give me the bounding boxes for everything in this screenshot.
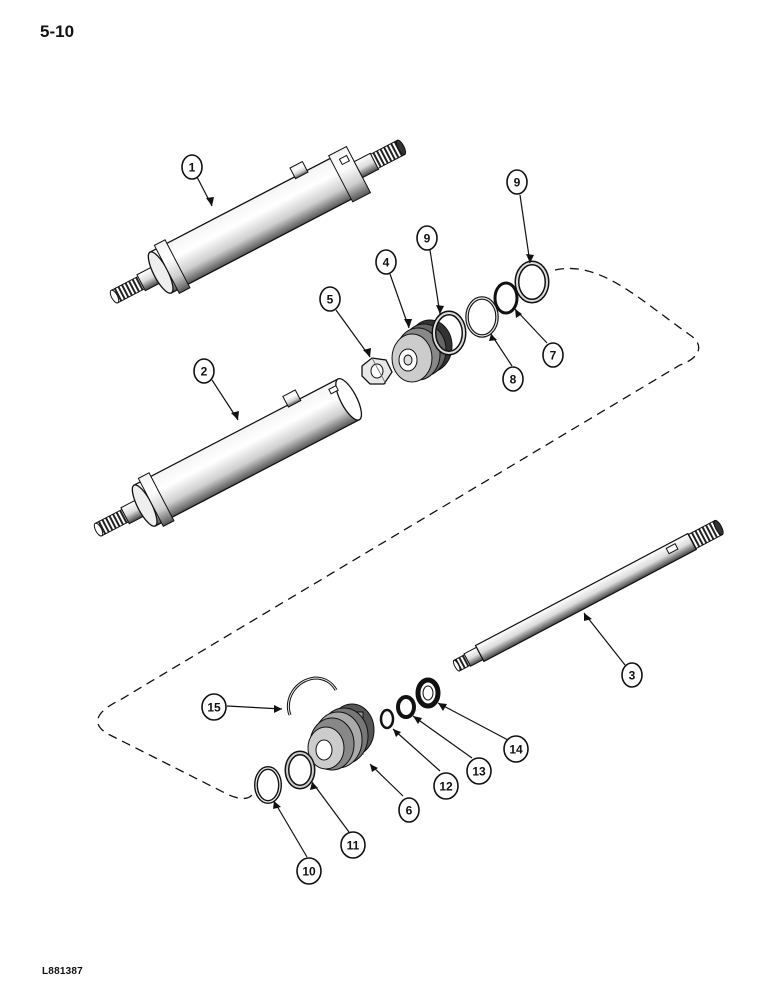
seal-13: [396, 695, 416, 719]
callout-1: 1: [181, 154, 203, 180]
seal-ring-9a: [431, 310, 467, 356]
wear-ring-8: [465, 296, 499, 338]
o-ring-12: [379, 708, 395, 730]
callout-9b-label: 9: [514, 176, 521, 190]
hex-nut: [361, 357, 393, 385]
callout-15-label: 15: [207, 701, 221, 715]
callout-7: 7: [542, 342, 564, 368]
snap-ring-15: [287, 676, 338, 716]
piston: [391, 319, 453, 383]
callout-9-upper-right: 9: [506, 169, 528, 195]
assembly-dashed-line: [97, 267, 700, 800]
leader-lines: [195, 174, 626, 858]
seal-11: [284, 750, 316, 790]
callout-10-label: 10: [302, 865, 316, 879]
callout-13: 13: [466, 757, 492, 785]
callout-6: 6: [398, 797, 420, 823]
callout-8-label: 8: [510, 373, 517, 387]
callout-12-label: 12: [439, 780, 453, 794]
figure-code: L881387: [42, 966, 83, 977]
callout-11-label: 11: [347, 839, 360, 853]
callout-14-label: 14: [509, 743, 523, 757]
callout-15: 15: [201, 693, 227, 721]
cylinder-assembly-2: [93, 377, 363, 537]
callout-9-upper-left: 9: [416, 225, 438, 251]
piston-rod: [452, 519, 724, 672]
callout-4: 4: [375, 249, 397, 275]
callout-2: 2: [193, 358, 215, 384]
callout-5-label: 5: [327, 293, 334, 307]
callout-10: 10: [296, 857, 322, 885]
callout-3: 3: [621, 662, 643, 688]
callout-13-label: 13: [472, 765, 486, 779]
callout-11: 11: [340, 831, 366, 859]
callout-14: 14: [503, 735, 529, 763]
callout-6-label: 6: [406, 804, 413, 818]
o-ring-7: [493, 281, 519, 315]
callout-4-label: 4: [383, 256, 390, 270]
callout-8: 8: [502, 366, 524, 392]
callout-12: 12: [433, 772, 459, 800]
seal-ring-9b: [514, 260, 550, 304]
callout-3-label: 3: [629, 669, 636, 683]
leader-arrowheads: [206, 197, 592, 809]
callout-7-label: 7: [550, 349, 557, 363]
callout-5: 5: [319, 286, 341, 312]
gland: [307, 703, 375, 771]
cylinder-assembly-1: [109, 139, 407, 304]
callout-9a-label: 9: [424, 232, 431, 246]
backup-ring-10: [254, 766, 282, 804]
callout-2-label: 2: [201, 365, 208, 379]
page-number: 5-10: [40, 22, 75, 41]
callout-1-label: 1: [189, 161, 196, 175]
wiper-14: [415, 677, 441, 709]
